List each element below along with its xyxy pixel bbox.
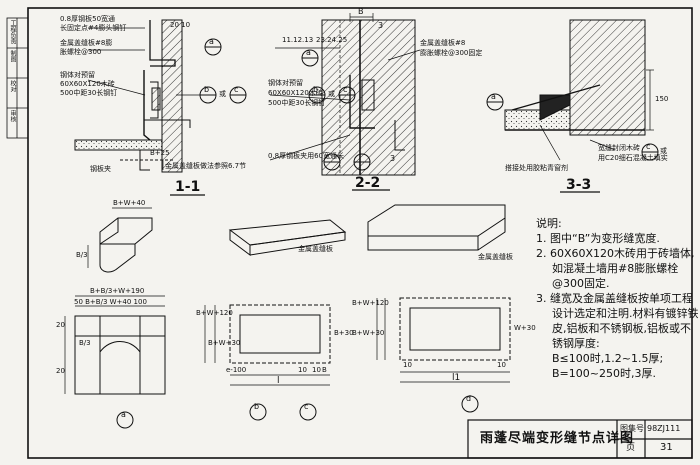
s1-bottom-note: 金属盖缝板做法参照6.7节 — [165, 162, 247, 170]
s2-note2-l1: 钢体对预留 — [268, 79, 303, 87]
section-1-1-label: 1-1 — [175, 179, 201, 195]
dd-bottom-dim-left: 10 — [403, 361, 412, 369]
s2-note1-l1: 金属盖缝板#8 — [420, 39, 466, 47]
note-line-2: 2. 60X60X120木砖用于砖墙体, — [536, 247, 695, 260]
s1-note3-l3: 500中距30长钢钉 — [60, 89, 118, 97]
dd-board-label: 金属盖缝板 — [478, 253, 513, 261]
section-1-1-drawing — [74, 19, 247, 196]
dd-length: l1 — [452, 373, 461, 383]
da-top-dim: B+W+40 — [113, 199, 146, 207]
detail-a-drawing — [64, 207, 166, 429]
page-label: 页 — [626, 443, 636, 453]
da-plan-left-dim: 20 — [56, 321, 65, 329]
s2-callout-a: a — [306, 48, 311, 57]
s3-or: 或 — [660, 147, 667, 155]
s2-callout-c: c — [343, 85, 348, 94]
note-line-8: 锈钢厚度: — [552, 337, 600, 350]
s2-dim-b: B — [358, 7, 364, 16]
atlas-number: 98ZJ111 — [647, 424, 681, 433]
db-side-dim-2: B+W+30 — [208, 339, 241, 347]
page-number: 31 — [660, 442, 673, 453]
detail-b-drawing — [204, 219, 347, 421]
s3-note1-l2: 用C20细石混凝土填实 — [598, 154, 668, 162]
s2-callout-b: b — [313, 85, 319, 94]
da-plan-top-dim: B+B/3+W+190 — [90, 287, 145, 295]
s2-top-left-nums: 11.12.13 — [282, 36, 314, 44]
note-line-4: @300固定. — [552, 277, 610, 290]
section-2-2-label: 2-2 — [355, 175, 381, 191]
s1-dim-top: 20 10 — [170, 21, 191, 29]
note-line-5: 3. 缝宽及金属盖缝板按单项工程 — [536, 292, 693, 305]
s1-steel-note: 钢板夹 — [90, 165, 111, 173]
db-bottom-dim-2: 10 — [298, 366, 307, 374]
s1-note2-l1: 金属盖缝板#8膨 — [60, 39, 113, 47]
da-plan-left-label: B/3 — [79, 339, 91, 347]
s2-or: 或 — [328, 90, 335, 98]
s1-note3-l1: 钢体对预留 — [60, 71, 95, 79]
s3-callout-c: c — [646, 142, 651, 151]
section-3-3-drawing — [486, 19, 659, 193]
s1-callout-a: a — [209, 37, 214, 46]
s1-note2-l2: 胀螺栓@300 — [60, 48, 102, 56]
s1-or: 或 — [219, 90, 226, 98]
s2-top-right-nums: 23.24.25 — [316, 36, 348, 44]
db-side-dim-1: B+W+120 — [196, 309, 233, 317]
s1-callout-b: b — [204, 85, 210, 94]
note-line-10: B=100~250时,3厚. — [552, 367, 656, 380]
dd-bottom-dim-right: 10 — [497, 361, 506, 369]
db-board-label: 金属盖缝板 — [298, 245, 333, 253]
s2-note1-l2: 膨胀螺栓@300固定 — [420, 49, 483, 57]
strip-label-2: 制图 — [9, 50, 16, 62]
s2-note2-l3: 500中距30长钢钉 — [268, 99, 326, 107]
dd-side-dim-2: B+W+30 — [352, 329, 385, 337]
s2-dim-3: 3 — [378, 21, 384, 30]
dd-callout: d — [466, 394, 472, 403]
dd-side-dim-3: W+30 — [514, 324, 536, 332]
db-bottom-dim-1: e-100 — [226, 366, 247, 374]
s1-b-dim: B+25 — [150, 149, 170, 157]
db-length: l — [277, 376, 280, 386]
s1-note1-l2: 长固定点#4膨头钢钉 — [60, 24, 127, 32]
s3-note1-l1: 宽缝封闭木砖 — [598, 144, 640, 152]
s3-callout-a: a — [491, 92, 496, 101]
atlas-label: 图集号 — [620, 424, 644, 433]
note-line-1: 1. 图中“B”为变形缝宽度. — [536, 232, 660, 245]
da-plan-sub-dims: 50 B+B/3 W+40 100 — [74, 298, 147, 306]
title-block-lines — [467, 419, 693, 459]
da-left-dim: B/3 — [76, 251, 88, 259]
strip-label-3: 校对 — [9, 80, 16, 92]
notes-block: 说明: 1. 图中“B”为变形缝宽度. 2. 60X60X120木砖用于砖墙体,… — [536, 218, 699, 379]
s3-note2: 搭接处用胶粘青窗剂 — [505, 164, 568, 172]
detail-d-drawing — [367, 204, 511, 413]
dd-side-dim-1: B+W+120 — [352, 299, 389, 307]
da-plan-mid-dim: 20 — [56, 367, 65, 375]
db-callout-c: c — [304, 402, 309, 411]
note-line-7: 皮,铝板和不锈钢板,铝板或不 — [552, 322, 691, 335]
sheet-border — [27, 7, 693, 459]
db-bottom-dim-3: 10 — [312, 366, 321, 374]
s2-mark-3: 3 — [390, 154, 396, 163]
note-line-6: 设计选定和注明.材料有镀锌铁 — [552, 307, 699, 320]
s3-dim-150: 150 — [655, 95, 669, 103]
note-line-9: B≤100时,1.2~1.5厚; — [552, 352, 664, 365]
s1-callout-c: c — [234, 85, 239, 94]
left-strip-lines — [6, 17, 29, 139]
db-bottom-dim-4: B — [322, 366, 327, 374]
da-callout: a — [121, 410, 126, 419]
strip-label-4: 审核 — [9, 110, 16, 122]
s2-note2-l2: 60X60X120木砖 — [268, 89, 323, 97]
note-line-3: 如混凝土墙用#8膨胀螺栓 — [552, 262, 679, 275]
db-callout-b: b — [254, 402, 260, 411]
s2-bottom-note: 0.8厚钢板夹用60宽通长 — [268, 152, 345, 160]
strip-label-1: 工程负责 — [9, 20, 16, 44]
drawing-title: 雨蓬尽端变形缝节点详图 — [480, 431, 635, 446]
db-side-dim-3: B+30 — [334, 329, 354, 337]
section-2-2-drawing — [269, 13, 421, 191]
notes-heading: 说明: — [536, 217, 562, 230]
s1-note3-l2: 60X60X120木砖 — [60, 80, 115, 88]
s1-note1-l1: 0.8厚钢板50宽通 — [60, 15, 116, 23]
section-3-3-label: 3-3 — [566, 177, 592, 193]
